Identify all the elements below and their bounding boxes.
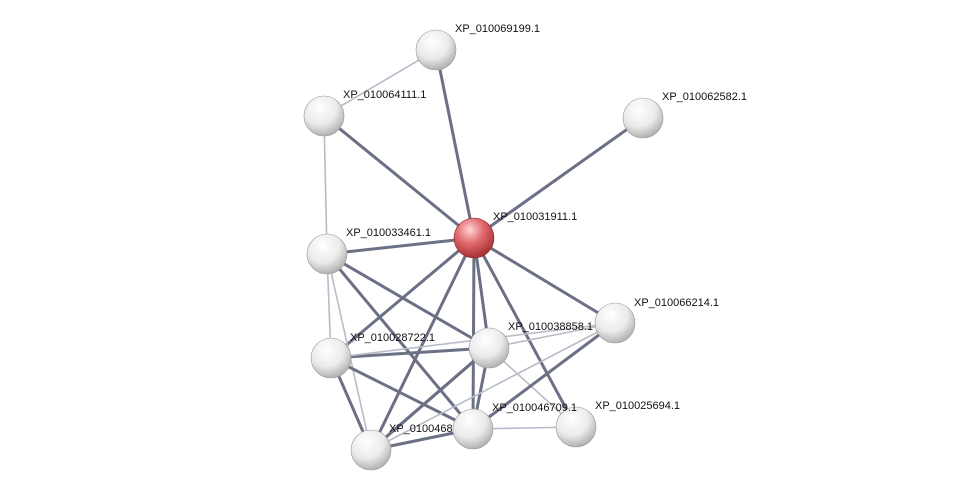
node-label-n_query: XP_010031911.1 xyxy=(493,211,577,223)
edge-n_33461-n_38858 xyxy=(325,252,491,350)
node-label-n_66214: XP_010066214.1 xyxy=(634,297,719,309)
node-label-n_25694: XP_010025694.1 xyxy=(595,400,680,412)
labels-layer: XP_010031911.1 XP_010069199.1XP_010064111… xyxy=(343,23,747,435)
edge-n_38858-n_66214 xyxy=(488,322,616,349)
node-label-n_28722: XP_010028722.1 xyxy=(350,332,435,344)
node-n_0468[interactable] xyxy=(350,429,392,471)
node-n_62582[interactable] xyxy=(622,97,664,139)
edge-n_query-n_64111 xyxy=(322,114,476,240)
edge-n_28722-n_46709 xyxy=(329,356,475,431)
node-label-n_69199: XP_010069199.1 xyxy=(455,23,540,35)
edge-n_query-n_62582 xyxy=(472,116,645,240)
node-n_69199[interactable] xyxy=(415,29,457,71)
node-n_28722[interactable] xyxy=(310,337,352,379)
node-label-n_33461: XP_010033461.1 xyxy=(346,227,431,239)
node-label-n_0468: XP_0100468 xyxy=(389,423,453,435)
edge-n_query-n_33461 xyxy=(325,236,476,256)
node-n_38858[interactable] xyxy=(468,327,510,369)
node-n_66214[interactable] xyxy=(594,302,636,344)
edge-n_query-n_69199 xyxy=(434,48,476,240)
node-n_46709[interactable] xyxy=(452,408,494,450)
edge-n_query-n_46709 xyxy=(471,236,476,431)
edge-n_33461-n_46709 xyxy=(325,252,475,431)
edge-n_64111-n_33461 xyxy=(323,115,328,255)
node-n_25694[interactable] xyxy=(555,406,597,448)
edge-n_0468-n_38858 xyxy=(369,346,491,452)
node-label-n_64111: XP_010064111.1 xyxy=(343,89,426,101)
query-node[interactable] xyxy=(453,217,495,259)
node-n_33461[interactable] xyxy=(306,233,348,275)
node-label-n_38858: XP_010038858.1 xyxy=(508,321,593,333)
edge-n_64111-n_69199 xyxy=(323,49,437,117)
edge-n_query-n_66214 xyxy=(472,236,617,325)
edge-n_28722-n_38858 xyxy=(329,346,491,360)
node-label-n_46709: XP_010046709.1 xyxy=(492,402,577,414)
edge-n_66214-n_46709 xyxy=(471,321,617,431)
node-label-n_62582: XP_010062582.1 xyxy=(662,91,747,103)
node-n_64111[interactable] xyxy=(303,95,345,137)
nodes-layer xyxy=(303,29,664,471)
edge-n_66214-n_0468 xyxy=(370,322,616,451)
edge-n_query-n_0468 xyxy=(369,236,476,452)
edge-n_query-n_25694 xyxy=(472,236,578,429)
